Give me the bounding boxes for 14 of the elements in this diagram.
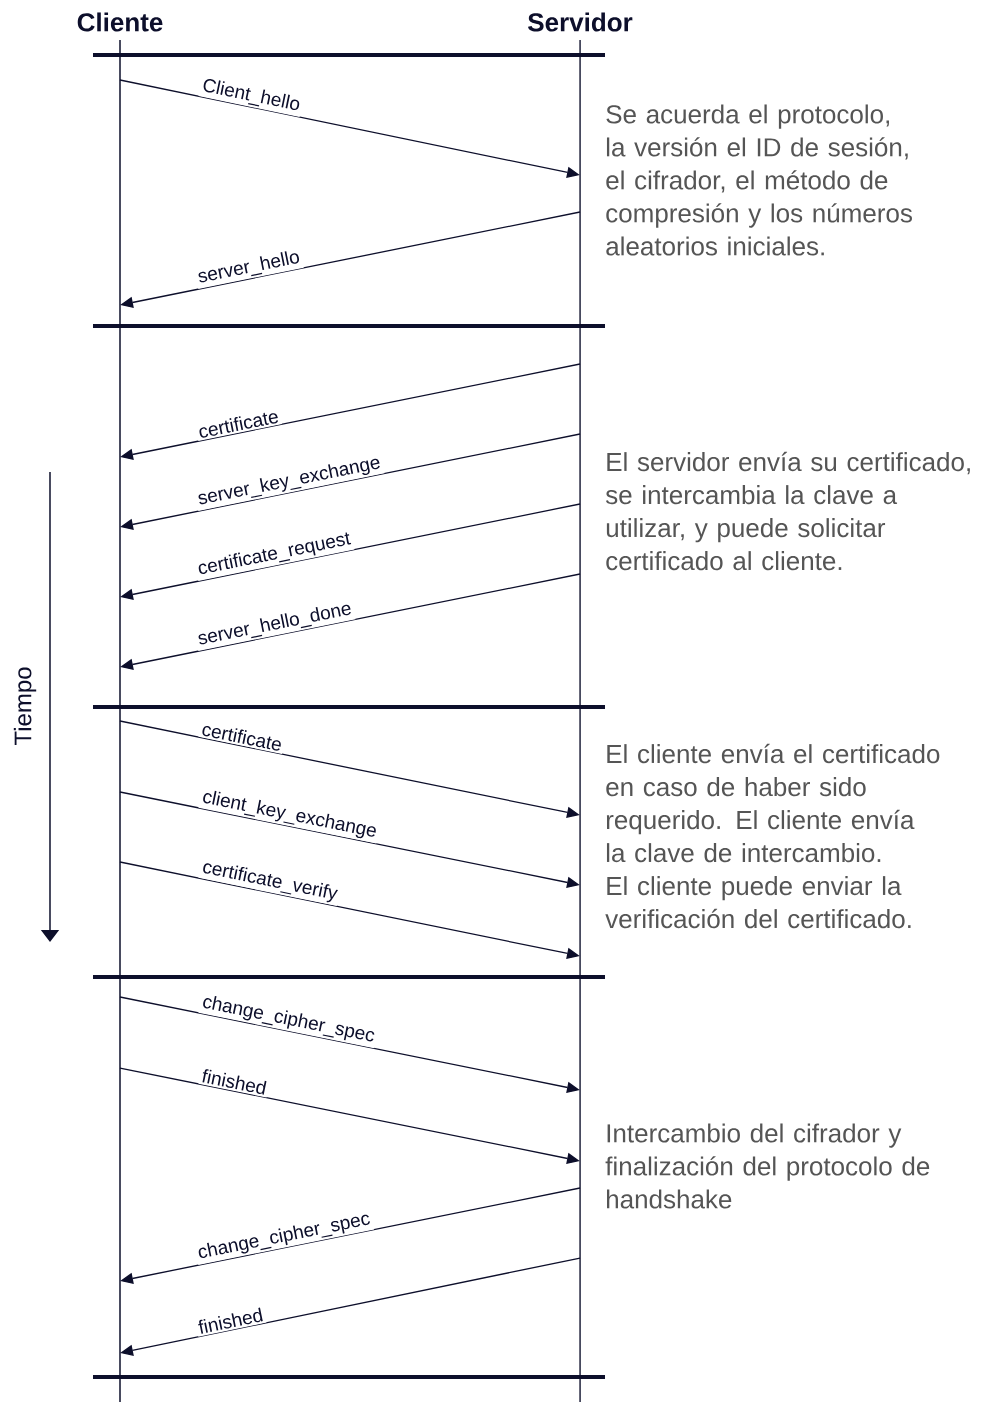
axis-label: Tiempo <box>13 667 37 746</box>
participant-label: Servidor <box>528 12 633 32</box>
message-label: finished <box>194 1305 267 1337</box>
message-label: certificate <box>198 719 286 754</box>
message-label: certificate <box>194 406 282 441</box>
description-text: Se acuerda el protocolo, la versión el ID de sesión, el cifrador, el método de compresión y los números aleatorios iniciales. <box>606 104 912 256</box>
description-text: El cliente envía el certificado en caso de haber sido requerido. El cliente envía la clave de intercambio. El cliente puede enviar la verificación del certificado. <box>605 743 940 929</box>
message-label: server_hello <box>194 246 304 289</box>
description-text: El servidor envía su certificado, se intercambia la clave a utilizar, y puede solicitar certificado al cliente. <box>605 451 970 571</box>
description-text: Intercambio del cifrador y finalización del protocolo de handshake <box>605 1123 930 1209</box>
message-arrow <box>120 1257 581 1356</box>
message-label: finished <box>198 1066 271 1098</box>
participant-label: Cliente <box>77 12 163 32</box>
message-label: Client_hello <box>198 74 304 117</box>
